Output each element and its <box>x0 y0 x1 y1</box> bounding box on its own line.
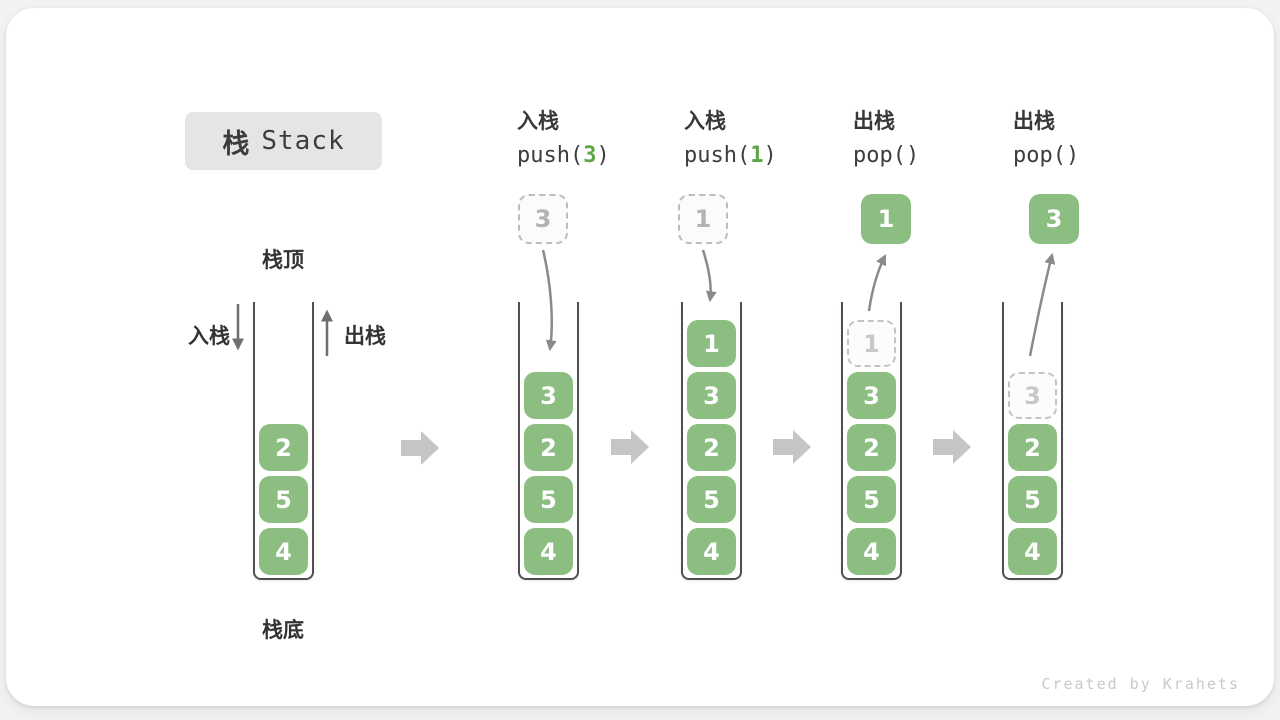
stack-bottom-label: 栈底 <box>262 618 304 642</box>
stack-cell: 2 <box>259 424 308 471</box>
code-arg: 3 <box>583 143 597 168</box>
stack-cell: 2 <box>847 424 896 471</box>
op-header-push-1: 入栈 push(1) <box>684 108 777 169</box>
code-arg: 1 <box>750 143 764 168</box>
stack-cell: 2 <box>524 424 573 471</box>
title-zh: 栈 <box>222 128 250 160</box>
stack-cell: 5 <box>1008 476 1057 523</box>
stack-cell: 4 <box>847 528 896 575</box>
stack-cell: 2 <box>687 424 736 471</box>
stack-cell: 4 <box>687 528 736 575</box>
stack-cell-popped: 3 <box>1008 372 1057 419</box>
code-suffix: ) <box>596 143 610 168</box>
push-side-label: 入栈 <box>188 324 230 348</box>
stack-cell: 1 <box>687 320 736 367</box>
op-code: pop() <box>853 143 919 169</box>
stack-cell: 5 <box>524 476 573 523</box>
code-suffix: ) <box>905 143 920 168</box>
code-prefix: pop( <box>1013 143 1066 168</box>
stack-cell: 3 <box>524 372 573 419</box>
op-code: push(3) <box>517 143 610 169</box>
floating-value-pop-1: 1 <box>861 194 911 244</box>
floating-value-push-1: 1 <box>678 194 728 244</box>
stack-cell: 5 <box>687 476 736 523</box>
watermark: Created by Krahets <box>1041 675 1240 693</box>
stack-cell: 5 <box>847 476 896 523</box>
code-prefix: pop( <box>853 143 906 168</box>
pop-side-label: 出栈 <box>344 324 386 348</box>
floating-value-push-3: 3 <box>518 194 568 244</box>
op-label: 入栈 <box>517 109 559 133</box>
stack-cell: 5 <box>259 476 308 523</box>
code-suffix: ) <box>763 143 777 168</box>
floating-value-pop-3: 3 <box>1029 194 1079 244</box>
stack-cell: 4 <box>259 528 308 575</box>
stack-cell: 3 <box>687 372 736 419</box>
code-suffix: ) <box>1065 143 1080 168</box>
title-en: Stack <box>261 126 345 156</box>
stack-cell-popped: 1 <box>847 320 896 367</box>
title-box: 栈 Stack <box>185 112 382 170</box>
op-header-pop-first: 出栈 pop() <box>853 108 919 169</box>
op-code: pop() <box>1013 143 1079 169</box>
stack-cell: 4 <box>524 528 573 575</box>
stack-cell: 2 <box>1008 424 1057 471</box>
op-label: 出栈 <box>853 109 895 133</box>
code-prefix: push( <box>517 143 584 168</box>
op-label: 入栈 <box>684 109 726 133</box>
stack-cell: 3 <box>847 372 896 419</box>
code-prefix: push( <box>684 143 751 168</box>
stack-top-label: 栈顶 <box>262 248 304 272</box>
op-header-push-3: 入栈 push(3) <box>517 108 610 169</box>
op-code: push(1) <box>684 143 777 169</box>
stack-cell: 4 <box>1008 528 1057 575</box>
op-header-pop-second: 出栈 pop() <box>1013 108 1079 169</box>
op-label: 出栈 <box>1013 109 1055 133</box>
